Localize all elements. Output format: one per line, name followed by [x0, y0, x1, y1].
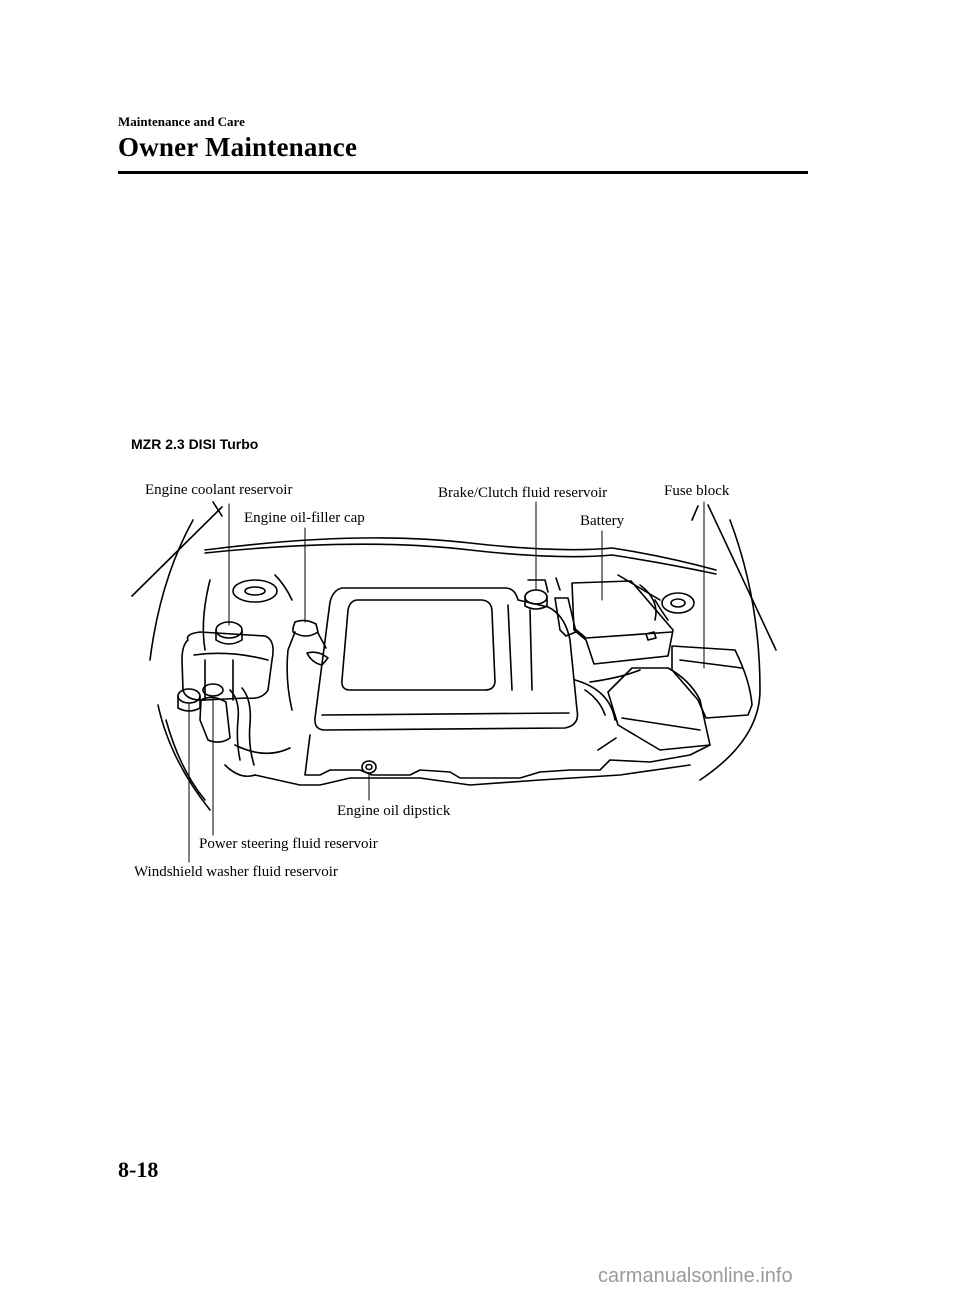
brake-connector: [554, 597, 577, 637]
air-box: [607, 667, 711, 751]
right-lines: [597, 599, 669, 751]
oil-filler-tab: [306, 651, 329, 666]
cowl-right-line: [617, 574, 661, 601]
engine-base: [304, 734, 711, 779]
strut-tower-right: [661, 592, 695, 614]
fuse-block: [671, 645, 753, 719]
fender-left-lower2: [165, 719, 206, 801]
label-fuse-block: Fuse block: [664, 483, 730, 499]
battery-box: [571, 580, 674, 665]
brake-cap-body: [524, 596, 548, 610]
watermark-text: carmanualsonline.info: [598, 1265, 793, 1287]
coolant-cap-body: [215, 629, 243, 645]
strut-tower-left: [232, 579, 278, 603]
engine-cover-panel: [341, 599, 496, 691]
strut-tower-left-inner: [244, 586, 266, 596]
fender-right: [699, 519, 761, 781]
label-power-steering-fluid-reservoir: Power steering fluid reservoir: [199, 836, 378, 852]
label-brake-clutch-fluid-reservoir: Brake/Clutch fluid reservoir: [438, 485, 608, 501]
label-windshield-washer-fluid-reservoir: Windshield washer fluid reservoir: [134, 864, 338, 880]
label-engine-oil-dipstick: Engine oil dipstick: [337, 803, 451, 819]
fuse-block-line: [679, 659, 743, 669]
leader-lines: [188, 501, 705, 863]
brake-cap: [524, 589, 548, 605]
hood-edge-left-inner: [212, 501, 223, 517]
dipstick-handle: [361, 760, 377, 774]
lower-left-lines: [224, 744, 291, 778]
dipstick-handle-inner: [365, 763, 373, 771]
label-engine-coolant-reservoir: Engine coolant reservoir: [145, 482, 293, 498]
engine-variant-label: MZR 2.3 DISI Turbo: [131, 436, 259, 452]
air-box-line: [621, 717, 701, 731]
hood-edge-right-inner: [691, 505, 699, 521]
cowl-strut-right: [639, 584, 657, 621]
ps-cap: [202, 683, 224, 697]
engine-cover-outer: [314, 587, 579, 731]
engine-cover-ribs: [507, 604, 533, 691]
cowl-bottom: [204, 543, 717, 575]
oil-filler-neck: [286, 631, 327, 711]
coolant-reservoir: [181, 631, 274, 701]
page-number: 8-18: [118, 1157, 159, 1182]
fender-left: [149, 519, 194, 661]
label-engine-oil-filler-cap: Engine oil-filler cap: [244, 510, 365, 526]
oil-filler-cap: [292, 619, 319, 637]
ps-reservoir: [199, 696, 231, 743]
title-rule: [118, 171, 808, 174]
ps-hoses: [229, 687, 255, 766]
page-title: Owner Maintenance: [118, 132, 358, 162]
intake-hose: [574, 669, 641, 721]
section-heading: Maintenance and Care: [118, 114, 245, 129]
strut-tower-right-inner: [670, 598, 686, 608]
brake-body: [527, 577, 561, 593]
battery-terminal: [645, 631, 657, 641]
battery-top-line: [573, 627, 673, 639]
washer-cap: [177, 688, 201, 704]
engine-base-lower: [254, 764, 691, 786]
fender-left-lower: [157, 704, 211, 811]
label-battery: Battery: [580, 513, 625, 529]
wire-left: [274, 574, 293, 601]
hood-edge-right: [707, 504, 777, 651]
cowl-top: [204, 537, 717, 571]
cowl-strut-left: [202, 579, 211, 651]
engine-cover-inner-1: [321, 712, 570, 716]
